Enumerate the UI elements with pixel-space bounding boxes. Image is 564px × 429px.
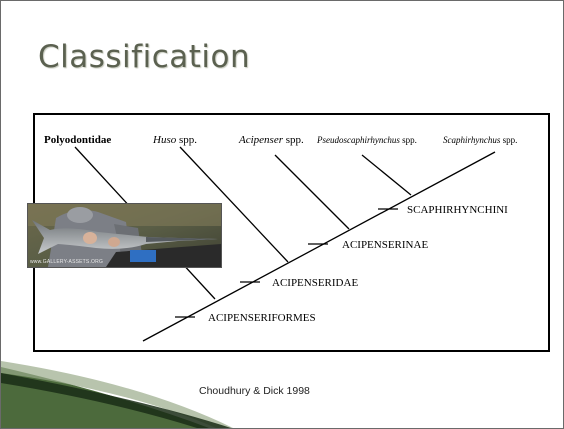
taxon-label: Scaphirhynchus spp. <box>443 135 517 145</box>
node-label-acipenseridae: ACIPENSERIDAE <box>272 277 358 289</box>
slide-title: Classification <box>38 39 251 75</box>
citation: Choudhury & Dick 1998 <box>199 385 310 397</box>
node-label-scaphirhynchini: SCAPHIRHYNCHINI <box>407 204 508 216</box>
branch-pseudoscaphirhynchus <box>361 154 412 196</box>
taxon-label: Polyodontidae <box>44 134 111 146</box>
taxon-label: Huso spp. <box>152 134 197 146</box>
branch-huso <box>179 146 289 263</box>
paddlefish-photo: www.GALLERY-ASSETS.ORG <box>27 203 222 268</box>
footer-swoosh-dark <box>1 373 231 428</box>
branch-acipenser <box>274 154 350 230</box>
cladogram: Polyodontidae Huso spp. Acipenser spp. P… <box>44 134 517 342</box>
footer-swoosh-light <box>1 361 233 428</box>
photo-credit: www.GALLERY-ASSETS.ORG <box>30 259 104 265</box>
cladogram-spine <box>142 151 496 342</box>
taxon-label: Pseudoscaphirhynchus spp. <box>316 135 417 145</box>
paddlefish-image <box>28 204 221 267</box>
taxon-label: Acipenser spp. <box>238 134 304 146</box>
node-label-acipenseriformes: ACIPENSERIFORMES <box>208 312 316 324</box>
node-label-acipenserinae: ACIPENSERINAE <box>342 239 428 251</box>
